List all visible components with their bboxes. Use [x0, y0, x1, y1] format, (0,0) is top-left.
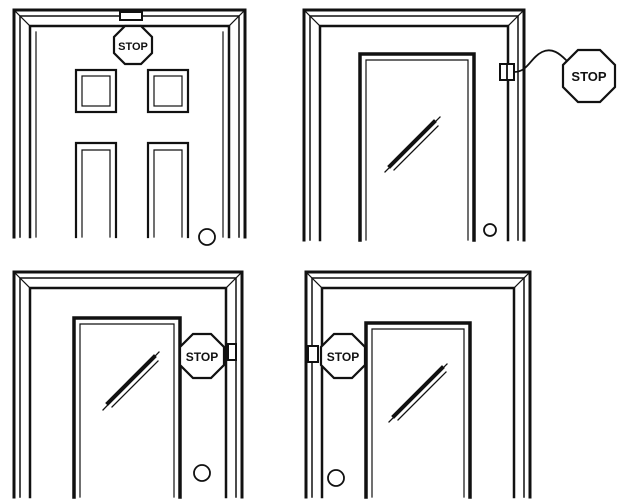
raised-panels	[74, 68, 190, 239]
door-frame	[304, 270, 532, 499]
glass-window	[358, 52, 476, 242]
stop-sign: STOP	[319, 332, 367, 380]
door-frame	[302, 8, 526, 242]
doorknob	[483, 223, 497, 237]
stop-sign: STOP	[112, 24, 154, 66]
stop-sign: STOP	[178, 332, 226, 380]
cord	[513, 49, 568, 73]
doorknob	[198, 228, 216, 246]
doorknob	[327, 469, 345, 487]
door-frame	[12, 270, 244, 499]
stop-sign-text: STOP	[186, 350, 218, 364]
side-bracket	[307, 345, 319, 363]
doorknob	[193, 464, 211, 482]
stop-sign-text: STOP	[118, 41, 148, 53]
top-mount-bracket	[119, 11, 143, 21]
glass-window	[364, 321, 472, 499]
glass-window	[72, 316, 182, 499]
hinge-bracket	[499, 63, 515, 81]
panel-2: STOP	[302, 8, 617, 242]
stop-sign-text: STOP	[571, 69, 606, 84]
side-bracket	[227, 343, 237, 361]
panel-4: STOP	[304, 270, 532, 499]
panel-1: STOP	[12, 8, 247, 246]
stop-sign-text: STOP	[327, 350, 359, 364]
stop-sign: STOP	[561, 48, 617, 104]
panel-3: STOP	[12, 270, 244, 499]
